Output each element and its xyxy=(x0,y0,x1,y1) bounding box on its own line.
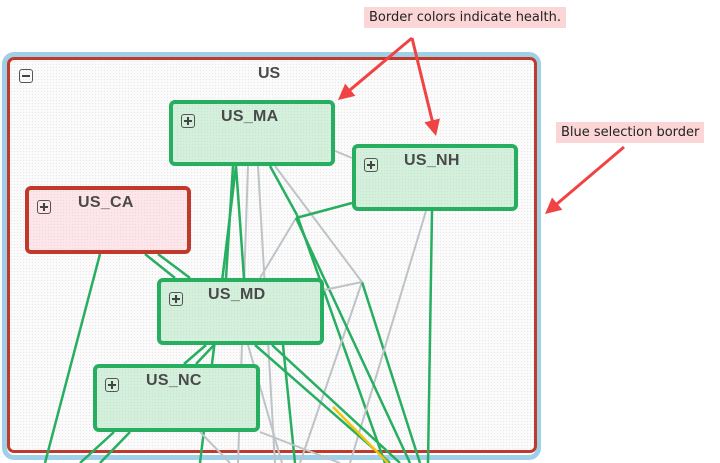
annotation-arrow xyxy=(346,36,413,94)
plus-square-icon[interactable] xyxy=(364,158,378,172)
annotation-arrow xyxy=(410,37,435,125)
edge-neutral xyxy=(332,149,353,159)
plus-square-icon[interactable] xyxy=(105,378,119,392)
arrowhead-icon xyxy=(424,118,440,136)
selection-border xyxy=(2,52,541,460)
plus-square-icon[interactable] xyxy=(181,114,195,128)
arrowhead-icon xyxy=(545,197,563,214)
edge-healthy xyxy=(281,344,297,463)
edge-healthy xyxy=(426,210,434,463)
edge-healthy xyxy=(144,253,176,279)
edge-neutral xyxy=(199,431,231,463)
node-us-nh[interactable]: US_NH xyxy=(352,144,518,211)
edge-warning xyxy=(332,406,389,463)
edge-neutral xyxy=(349,210,427,463)
annotation-arrow xyxy=(553,145,625,208)
edge-healthy xyxy=(294,217,412,463)
edge-healthy xyxy=(183,344,207,365)
edge-healthy xyxy=(195,344,215,365)
node-label: US_CA xyxy=(78,194,134,211)
node-us-nc[interactable]: US_NC xyxy=(93,364,260,432)
edge-neutral xyxy=(259,217,297,279)
edge-healthy xyxy=(234,165,246,279)
node-us-md[interactable]: US_MD xyxy=(157,278,324,345)
edge-neutral xyxy=(299,281,363,463)
node-us-ma[interactable]: US_MA xyxy=(169,100,335,166)
edge-healthy xyxy=(224,165,235,279)
edge-neutral xyxy=(274,165,363,283)
minus-square-icon[interactable] xyxy=(19,69,33,83)
edge-neutral xyxy=(323,281,363,291)
edge-healthy xyxy=(43,253,102,463)
plus-square-icon[interactable] xyxy=(169,292,183,306)
edge-healthy xyxy=(295,201,353,220)
arrowhead-icon xyxy=(338,83,356,100)
node-us-ca[interactable]: US_CA xyxy=(25,186,191,254)
node-label: US_NH xyxy=(404,152,460,169)
edge-healthy xyxy=(79,431,115,463)
edge-neutral xyxy=(259,431,341,463)
node-label: US_MD xyxy=(208,286,266,303)
selection-annotation: Blue selection border xyxy=(556,122,705,143)
edge-healthy xyxy=(271,344,401,463)
edge-healthy xyxy=(157,253,191,279)
node-label: US_NC xyxy=(146,372,202,389)
edge-healthy xyxy=(360,281,422,463)
edge-healthy xyxy=(295,214,387,463)
health-annotation: Border colors indicate health. xyxy=(364,7,566,28)
group-title: US xyxy=(258,65,281,82)
edge-healthy xyxy=(268,165,299,216)
node-label: US_MA xyxy=(221,108,279,125)
edge-healthy xyxy=(99,431,131,463)
plus-square-icon[interactable] xyxy=(37,200,51,214)
